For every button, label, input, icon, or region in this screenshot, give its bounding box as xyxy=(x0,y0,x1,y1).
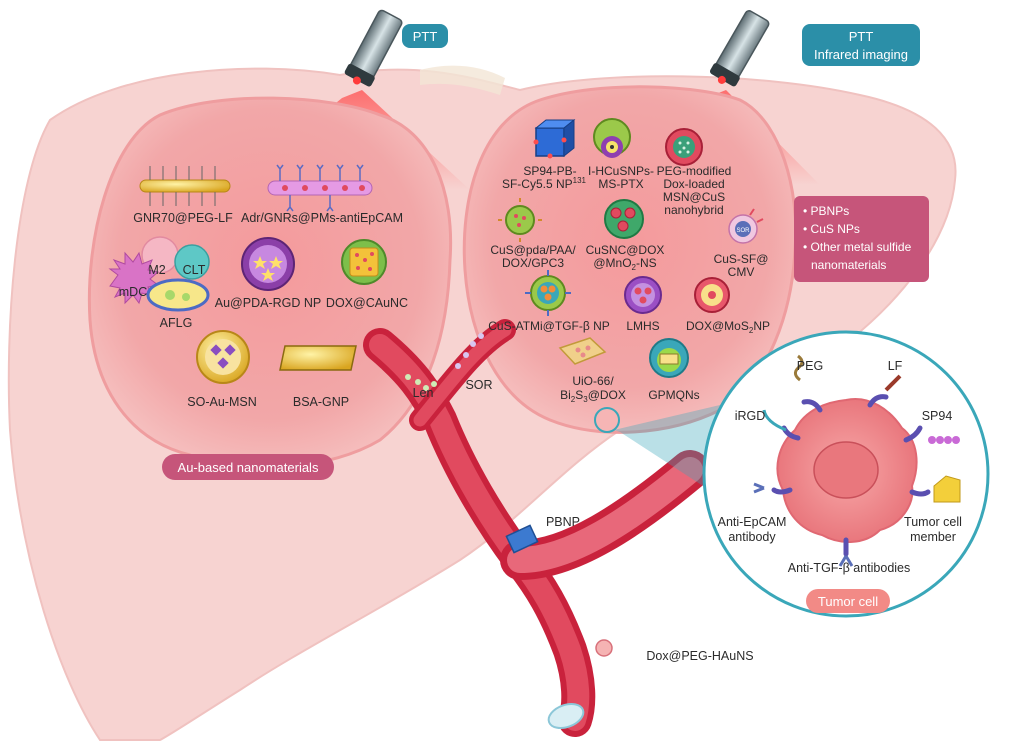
label-cusnc-dox-line1: CuSNC@DOX xyxy=(586,243,665,257)
label-cus-sf-line2: CMV xyxy=(728,265,755,279)
label-adr-gnrs: Adr/GNRs@PMs-antiEpCAM xyxy=(241,211,403,225)
label-len: Len xyxy=(413,386,434,400)
label-epcam-line2: antibody xyxy=(728,530,776,544)
label-sp94-ligand: SP94 xyxy=(922,409,953,423)
tumor-cell-nucleus xyxy=(813,441,879,499)
svg-text:SOR: SOR xyxy=(736,228,750,234)
metal-sulfide-callout: • PBNPs • CuS NPs • Other metal sulfide … xyxy=(794,196,929,282)
label-peg-msn-line1: PEG-modified xyxy=(657,164,732,178)
bullet-pbnps: • PBNPs xyxy=(803,204,849,218)
label-sp94-pb-line2: SF-Cy5.5 NP131 xyxy=(502,176,587,191)
svg-text:Tumor cell: Tumor cell xyxy=(818,594,878,609)
dox-peg-haun-particle-icon xyxy=(595,639,613,657)
cell-receptors xyxy=(771,394,931,557)
label-member-line2: member xyxy=(910,530,956,544)
label-uio66-line2: Bi2S3@DOX xyxy=(560,388,626,404)
blood-vessel xyxy=(363,319,710,737)
svg-text:PTT: PTT xyxy=(849,29,874,44)
label-peg-msn-line2: Dox-loaded xyxy=(663,177,724,191)
sp94-pb-cube-icon xyxy=(533,118,576,159)
label-i-hcusnps-line2: MS-PTX xyxy=(598,177,643,191)
label-gpmqns: GPMQNs xyxy=(648,388,699,402)
label-epcam-line1: Anti-EpCAM xyxy=(718,515,787,529)
ptt-label-left: PTT xyxy=(402,24,448,48)
len-particles xyxy=(405,374,437,391)
label-member-line1: Tumor cell xyxy=(904,515,962,529)
sor-particles xyxy=(455,333,484,369)
label-au-pda-rgd: Au@PDA-RGD NP xyxy=(215,296,321,310)
label-dox-cauncs: DOX@CAuNC xyxy=(326,296,408,310)
label-lf-ligand: LF xyxy=(888,359,903,373)
label-peg-msn-line4: nanohybrid xyxy=(664,203,723,217)
svg-text:Au-based nanomaterials: Au-based nanomaterials xyxy=(178,460,319,475)
bullet-cus-nps: • CuS NPs xyxy=(803,222,860,236)
label-sor: SOR xyxy=(465,378,492,392)
svg-text:Infrared imaging: Infrared imaging xyxy=(814,47,908,62)
label-tgf-antibodies: Anti-TGF-β antibodies xyxy=(788,561,911,575)
so-au-msn-particle-icon xyxy=(196,330,250,384)
lf-ligand-icon xyxy=(884,374,902,392)
left-laser-device-icon xyxy=(344,9,403,87)
peg-msn-cus-particle-icon xyxy=(665,128,703,166)
gnr70-rod-icon xyxy=(139,166,231,206)
bullet-other-metal-sulfide: • Other metal sulfide xyxy=(803,240,912,254)
tumor-cell-member-icon xyxy=(933,475,961,503)
right-laser-device-icon xyxy=(709,10,770,87)
label-m2: M2 xyxy=(148,263,165,277)
label-cusnc-dox-line2: @MnO2-NS xyxy=(593,256,656,272)
au-pda-rgd-particle-icon xyxy=(241,237,295,291)
lmhs-particle-icon xyxy=(624,276,662,314)
ptt-imaging-label-right: PTT Infrared imaging xyxy=(802,24,920,66)
bullet-other-metal-sulfide-cont: nanomaterials xyxy=(811,258,886,272)
label-peg-msn-line3: MSN@CuS xyxy=(663,190,725,204)
cusnc-dox-particle-icon xyxy=(604,199,644,239)
label-cus-atmi: CuS-ATMi@TGF-β NP xyxy=(488,319,610,333)
peg-ligand-icon xyxy=(793,354,804,382)
zoom-origin-circle xyxy=(594,407,620,433)
cus-sf-cmv-particle-icon: SOR xyxy=(728,208,764,244)
label-pbnp: PBNP xyxy=(546,515,580,529)
adr-gnrs-micelle-icon xyxy=(267,164,373,212)
label-cus-sf-line1: CuS-SF@ xyxy=(714,252,769,266)
label-aflg: AFLG xyxy=(160,316,193,330)
uio66-bi2s3-plate-icon xyxy=(558,337,607,365)
gpmqns-particle-icon xyxy=(649,338,689,378)
label-bsa-gnp: BSA-GNP xyxy=(293,395,349,409)
pbnp-cube-icon xyxy=(505,524,539,554)
label-clt: CLT xyxy=(183,263,206,277)
label-dox-peg-haun: Dox@PEG-HAuNS xyxy=(646,649,753,663)
bsa-gnp-rod-icon xyxy=(279,345,357,371)
label-gnr70: GNR70@PEG-LF xyxy=(133,211,233,225)
label-cus-pda-line2: DOX/GPC3 xyxy=(502,256,564,270)
tumor-cell-inset: PEG LF iRGD SP94 Anti-EpCAM antibody Tum… xyxy=(702,330,990,618)
label-sp94-pb-line1: SP94-PB- xyxy=(523,164,576,178)
cus-atmi-particle-icon xyxy=(525,270,571,316)
label-lmhs: LMHS xyxy=(626,319,659,333)
dox-mos2-particle-icon xyxy=(694,277,730,313)
immune-cells-cluster-icon xyxy=(108,236,210,312)
cus-pda-paa-particle-icon xyxy=(498,198,542,242)
label-mdc: mDC xyxy=(119,285,147,299)
epcam-antibody-icon xyxy=(753,482,765,494)
tumor-cell-pill: Tumor cell xyxy=(806,589,890,613)
label-i-hcusnps-line1: I-HCuSNPs- xyxy=(588,164,654,178)
sp94-ligand-icon xyxy=(928,436,960,444)
irgd-ligand-icon xyxy=(762,409,787,432)
label-dox-mos2: DOX@MoS2NP xyxy=(686,319,770,335)
svg-text:PTT: PTT xyxy=(413,29,438,44)
tgf-antibody-icon xyxy=(838,555,854,567)
label-peg-ligand: PEG xyxy=(797,359,823,373)
label-cus-pda-line1: CuS@pda/PAA/ xyxy=(490,243,576,257)
dox-cauncs-particle-icon xyxy=(341,239,387,285)
label-so-au-msn: SO-Au-MSN xyxy=(187,395,256,409)
label-uio66-line1: UiO-66/ xyxy=(572,374,614,388)
label-irgd-ligand: iRGD xyxy=(735,409,766,423)
au-based-nanomaterials-pill: Au-based nanomaterials xyxy=(162,454,334,480)
i-hcusnps-particle-icon xyxy=(593,118,631,158)
